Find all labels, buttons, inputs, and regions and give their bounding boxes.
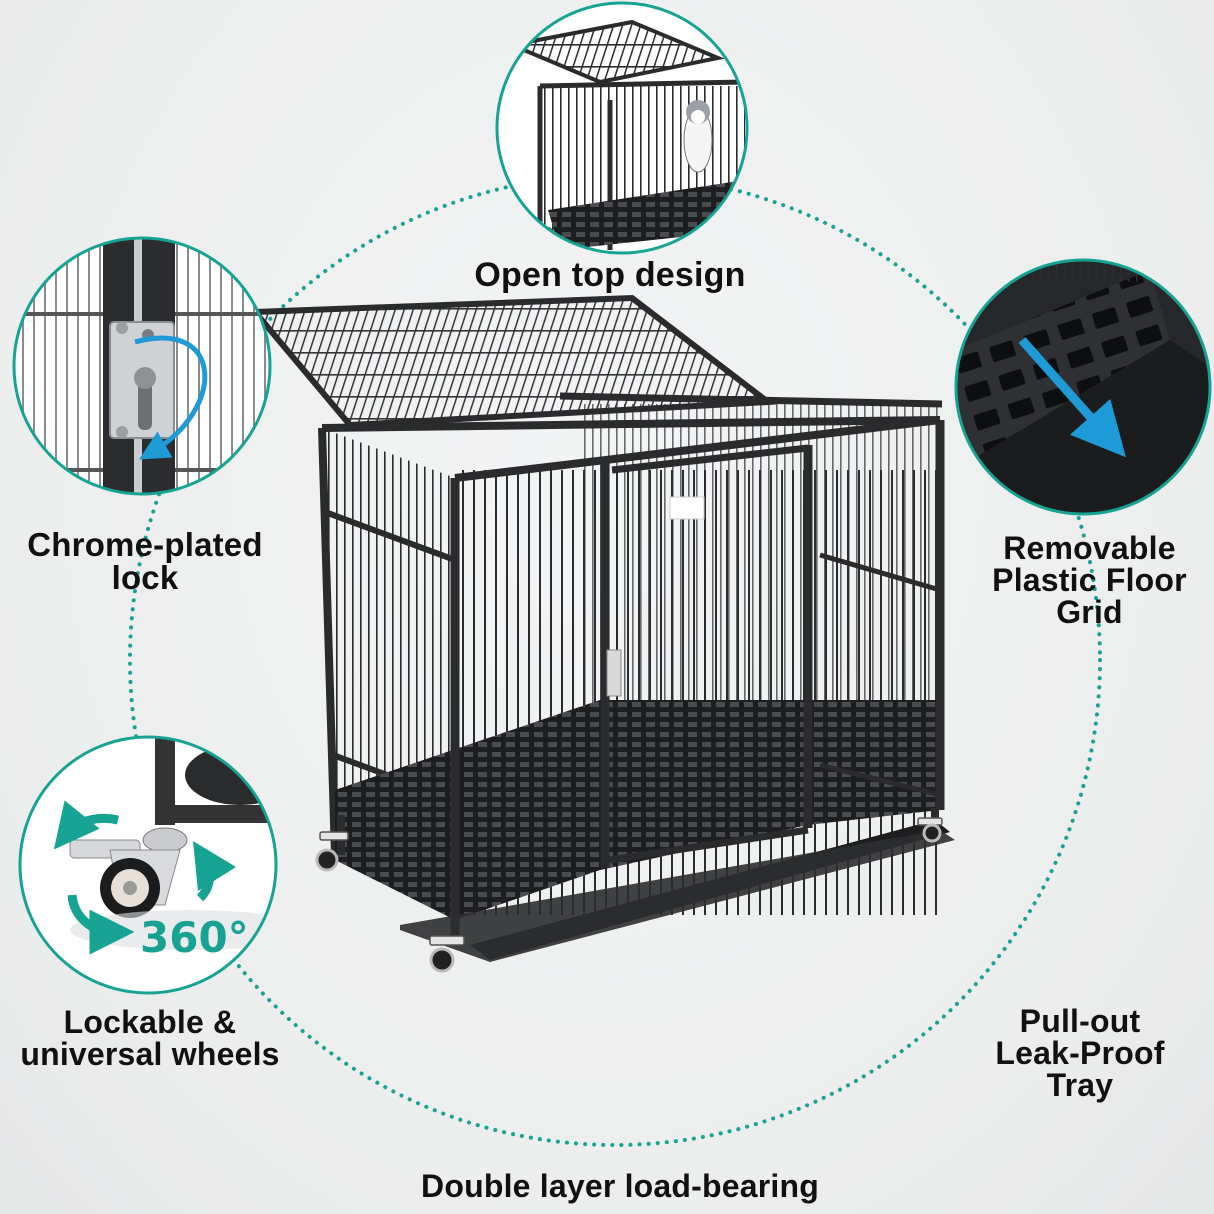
detail-open-top bbox=[495, 1, 749, 255]
label-wheels-line1: Lockable & bbox=[63, 1004, 237, 1040]
main-cage bbox=[248, 294, 955, 973]
label-chrome-lock-line2: lock bbox=[111, 559, 179, 596]
label-floor-grid-line1: Removable bbox=[1003, 530, 1176, 566]
label-tray-line1: Pull-out bbox=[1019, 1003, 1141, 1039]
rotation-360-badge: 360° bbox=[140, 913, 249, 962]
detail-floor-grid bbox=[954, 258, 1212, 516]
label-chrome-lock: Chrome-plated lock bbox=[0, 528, 290, 594]
label-double-layer: Double layer load-bearing bbox=[380, 1170, 860, 1202]
label-tray-line3: Tray bbox=[1046, 1067, 1114, 1103]
label-chrome-lock-line1: Chrome-plated bbox=[27, 526, 263, 563]
label-open-top-text: Open top design bbox=[474, 256, 746, 294]
label-wheels-line2: universal wheels bbox=[20, 1036, 280, 1072]
label-floor-grid-line3: Grid bbox=[1056, 594, 1123, 630]
label-tray-line2: Leak-Proof bbox=[995, 1035, 1165, 1071]
label-open-top: Open top design bbox=[430, 258, 790, 292]
label-tray: Pull-out Leak-Proof Tray bbox=[955, 1005, 1205, 1101]
label-wheels: Lockable & universal wheels bbox=[0, 1006, 300, 1070]
label-floor-grid: Removable Plastic Floor Grid bbox=[965, 532, 1214, 628]
label-double-layer-text: Double layer load-bearing bbox=[421, 1168, 819, 1204]
label-floor-grid-line2: Plastic Floor bbox=[992, 562, 1187, 598]
detail-chrome-lock bbox=[12, 236, 272, 496]
